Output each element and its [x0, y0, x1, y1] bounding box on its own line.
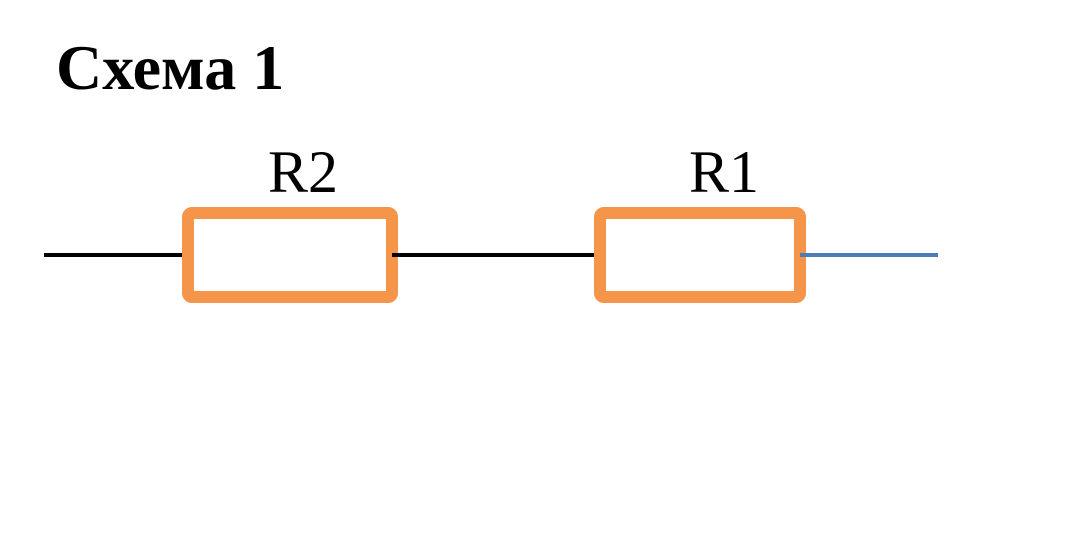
- resistor-r1-label: R1: [689, 139, 759, 205]
- resistor-r2: [182, 207, 398, 303]
- resistor-r2-label: R2: [268, 139, 338, 205]
- resistor-r1: [594, 207, 806, 303]
- diagram-title: Схема 1: [56, 32, 285, 103]
